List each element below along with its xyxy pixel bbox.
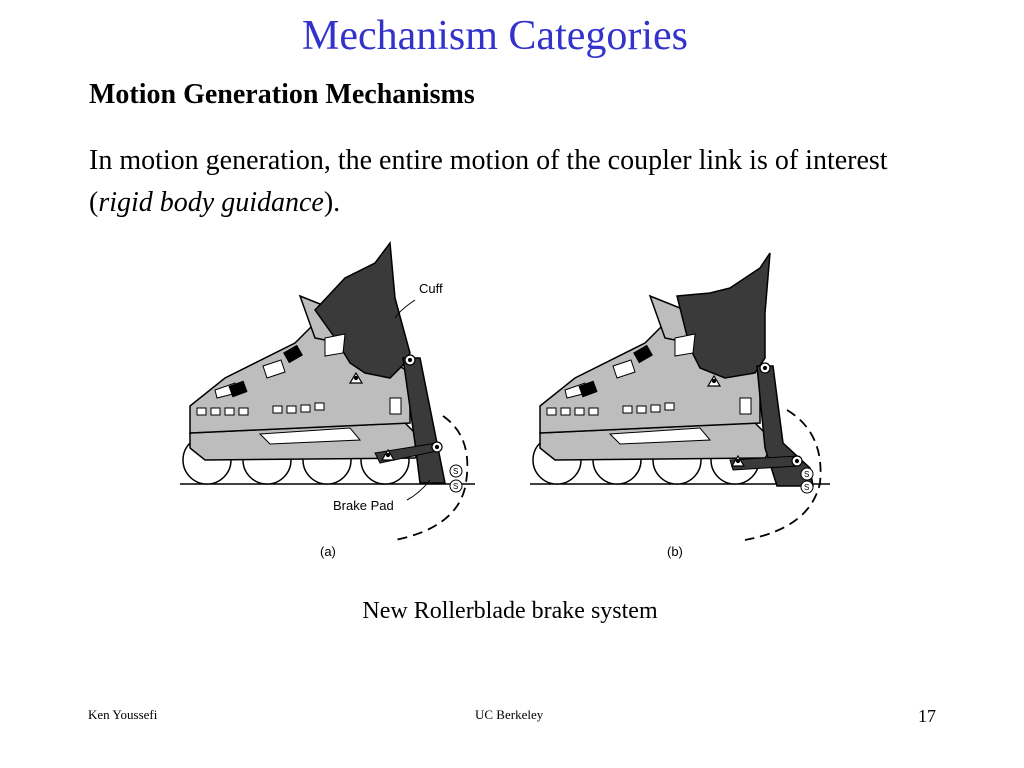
footer-institution: UC Berkeley <box>475 707 544 722</box>
body-text-italic: rigid body guidance <box>98 187 324 218</box>
rollerblade-figure: S S Cuff Brake Pad (a) <box>180 240 830 559</box>
page-number: 17 <box>918 706 936 726</box>
slide-title: Mechanism Categories <box>301 13 689 59</box>
body-text-end: ). <box>323 187 341 218</box>
label-b: (b) <box>667 544 683 559</box>
spring-mark-a2: S <box>453 482 458 491</box>
spring-mark-a1: S <box>453 467 458 476</box>
label-cuff: Cuff <box>419 281 443 296</box>
footer-author: Ken Youssefi <box>88 707 158 722</box>
label-a: (a) <box>320 544 336 559</box>
spring-mark-b1: S <box>804 470 809 479</box>
body-text-start: In motion generation, the entire motion … <box>89 145 888 218</box>
label-brake-pad: Brake Pad <box>333 498 394 513</box>
spring-mark-b2: S <box>804 483 809 492</box>
skate-b: S S (b) <box>530 252 830 559</box>
skate-a: S S Cuff Brake Pad (a) <box>180 240 475 559</box>
slide-subtitle: Motion Generation Mechanisms <box>89 79 475 110</box>
body-paragraph: In motion generation, the entire motion … <box>89 140 909 224</box>
figure-caption: New Rollerblade brake system <box>362 598 658 624</box>
